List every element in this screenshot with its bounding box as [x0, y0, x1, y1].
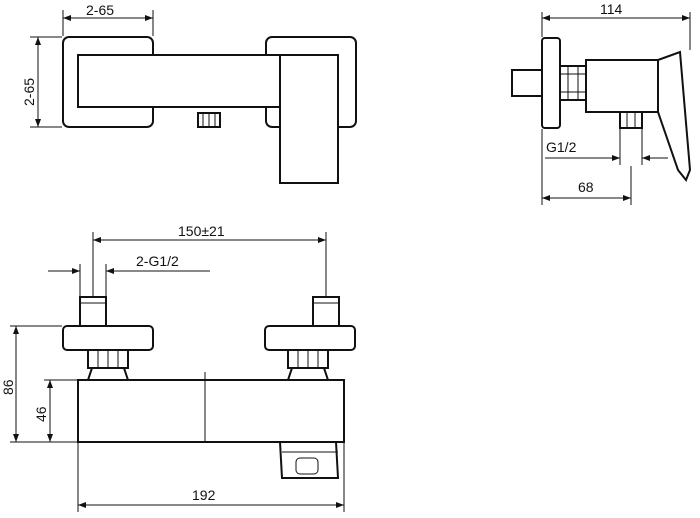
dim-front-centers: 150±21	[92, 223, 327, 296]
dim-front-height-overall: 86	[0, 325, 77, 443]
front-outlet	[278, 441, 340, 479]
lever-handle-top	[279, 54, 339, 184]
front-left-inlet	[79, 296, 107, 327]
dim-front-centers-label: 150±21	[178, 223, 225, 239]
side-view: 114 G1/2 68	[511, 1, 692, 205]
dim-side-overall-label: 114	[600, 1, 623, 17]
dim-side-overall: 114	[541, 1, 691, 50]
front-body	[77, 379, 345, 443]
side-wall-plate	[541, 37, 561, 129]
dim-side-depth-label: 68	[578, 179, 594, 195]
dim-side-thread-label: G1/2	[546, 139, 577, 155]
front-right-transition	[286, 367, 330, 381]
dim-front-threads-label: 2-G1/2	[136, 253, 179, 269]
dim-top-height-label: 2-65	[21, 78, 37, 106]
front-view: 150±21 2-G1/2 86 46	[0, 223, 356, 512]
dim-front-height-body: 46	[33, 379, 77, 442]
dim-top-height: 2-65	[21, 36, 62, 128]
side-hex-nut	[559, 65, 587, 101]
front-right-escutcheon	[264, 325, 356, 351]
dim-front-width-label: 192	[192, 487, 216, 503]
dim-side-thread: G1/2	[545, 129, 668, 165]
side-inlet-pipe	[511, 69, 543, 97]
side-lever-handle	[657, 50, 692, 182]
body-bar-top	[77, 54, 309, 108]
dim-front-threads: 2-G1/2	[48, 253, 210, 296]
front-outlet-aerator	[295, 457, 319, 475]
dim-top-width-label: 2-65	[86, 2, 114, 18]
top-view: 2-65 2-65	[21, 2, 357, 184]
dim-top-width: 2-65	[62, 2, 154, 36]
front-left-transition	[86, 367, 130, 381]
side-outlet	[619, 111, 643, 129]
dim-side-depth: 68	[541, 129, 632, 205]
front-right-inlet	[312, 296, 340, 327]
dim-front-width: 192	[77, 443, 345, 512]
dim-front-height-body-label: 46	[33, 406, 49, 422]
side-body	[585, 59, 659, 113]
dim-front-height-overall-label: 86	[0, 379, 16, 395]
front-left-escutcheon	[62, 325, 154, 351]
